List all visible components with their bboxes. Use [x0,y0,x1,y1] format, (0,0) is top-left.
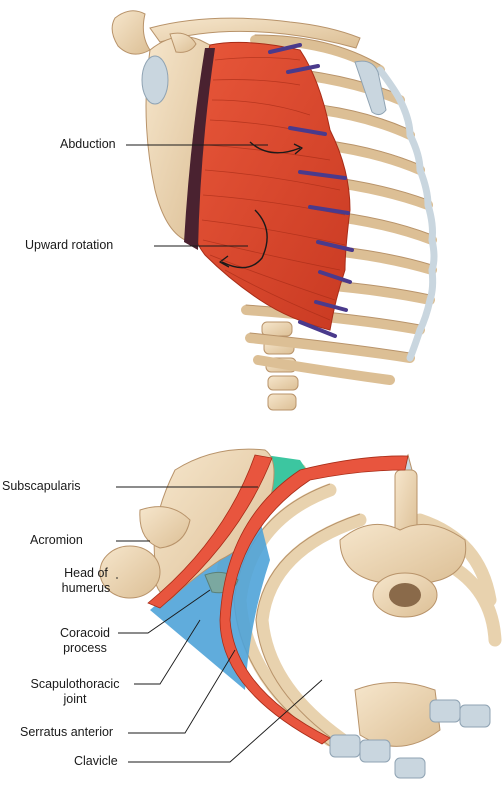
acromion-top [111,10,151,55]
abduction-label: Abduction [60,137,116,151]
muscle-fibres [201,57,346,321]
head-of-humerus-label-line2: humerus [61,581,111,595]
subscapularis-muscle [147,454,273,609]
costal-cartilage [376,66,438,362]
head-of-humerus-label-line1: Head of [64,566,108,580]
subscapularis-region [265,455,312,498]
bottom-leader-lines [116,486,323,763]
serratus-digitations [268,43,354,338]
coracoid-top [169,32,197,53]
sternum [354,60,387,116]
costal-cartilage-bottom [329,699,491,779]
head-of-humerus-label: Head of humerus [58,566,114,596]
clavicle-label: Clavicle [74,754,118,768]
scapulothoracic-joint-label-line1: Scapulothoracic [30,677,120,691]
glenoid-fossa [141,55,169,105]
bottom-panel [99,448,502,779]
manubrium [354,682,441,747]
scapulothoracic-joint-label-line2: joint [63,692,87,706]
coracoid-process-label-line2: process [63,641,107,655]
top-panel [111,10,438,411]
clavicle-top [149,17,361,49]
vertebral-foramen [389,583,421,607]
upward-rotation-arrow [219,209,268,269]
upward-rotation-label: Upward rotation [25,238,114,252]
serratus-anterior-label: Serratus anterior [20,725,114,739]
coracoid-process-label-line1: Coracoid [59,626,111,640]
subscapularis-label: Subscapularis [2,479,81,493]
scapulothoracic-joint-label: Scapulothoracic joint [20,677,130,707]
scapula-medial-border [184,48,215,250]
acromion-bottom [139,506,191,549]
serratus-anterior-muscle [188,41,351,331]
acromion-label: Acromion [30,533,83,547]
serratus-anterior-band [219,455,409,745]
coracoid-process-label: Coracoid process [55,626,115,656]
humeral-head [99,545,161,599]
